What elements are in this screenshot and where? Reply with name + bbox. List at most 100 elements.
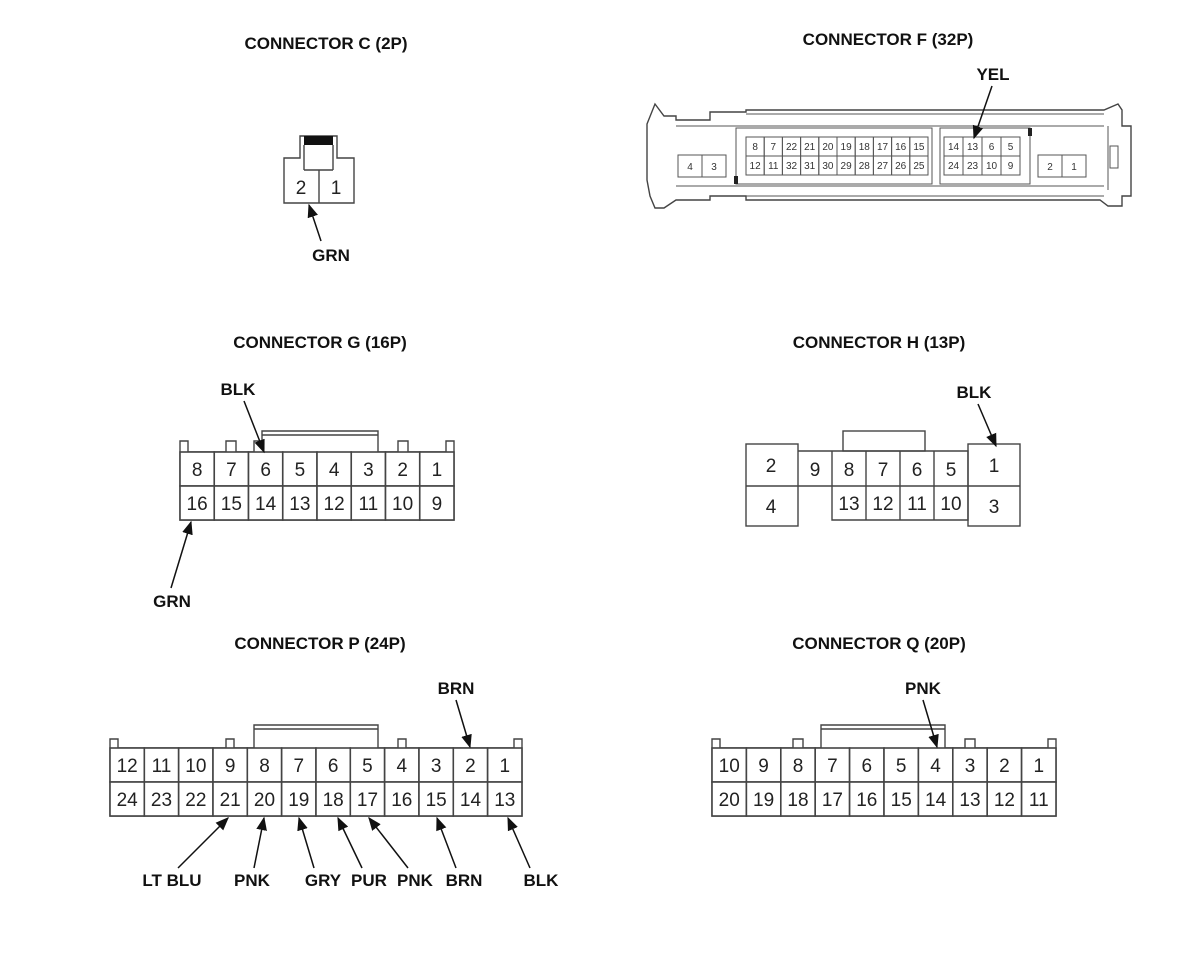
connector-q-cell xyxy=(1020,747,1057,783)
wire-label-brn: BRN xyxy=(438,679,475,698)
connector-q-pin: 9 xyxy=(758,756,769,777)
connector-p-pin: 12 xyxy=(117,756,138,777)
connector-c-title: CONNECTOR C (2P) xyxy=(244,34,407,53)
connector-f-cell xyxy=(1000,155,1021,176)
connector-g-pin: 4 xyxy=(329,460,340,481)
connector-f-title: CONNECTOR F (32P) xyxy=(803,30,974,49)
wire-arrow xyxy=(455,699,472,749)
wire-arrow xyxy=(177,817,229,869)
connector-f-pin: 20 xyxy=(822,142,834,153)
wire-label-gry: GRY xyxy=(305,871,342,890)
connector-f-pin: 21 xyxy=(804,142,816,153)
connector-g-pin: 16 xyxy=(187,494,208,515)
connector-p-pin: 13 xyxy=(494,790,515,811)
wire-arrow xyxy=(307,203,322,242)
wire-label-brn: BRN xyxy=(446,871,483,890)
connector-f-pin: 19 xyxy=(841,142,853,153)
connector-h-pin: 9 xyxy=(810,460,821,481)
connector-h-left-block xyxy=(745,443,799,527)
connector-c: CONNECTOR C (2P) 2 1 GRN xyxy=(244,34,407,265)
wire-label-grn: GRN xyxy=(312,246,350,265)
connector-q-pin: 7 xyxy=(827,756,838,777)
connector-p-cell xyxy=(143,781,180,817)
connector-p-cell xyxy=(349,781,386,817)
connector-p-pin: 2 xyxy=(465,756,476,777)
connector-g-cell xyxy=(247,451,284,487)
wire-label-blk: BLK xyxy=(221,380,257,399)
connector-f-housing xyxy=(646,102,1132,209)
connector-p-cell xyxy=(383,781,420,817)
connector-p-pin: 1 xyxy=(500,756,511,777)
connector-g-cell xyxy=(316,485,353,521)
wire-label-pnk: PNK xyxy=(234,871,271,890)
connector-q-pin: 6 xyxy=(862,756,873,777)
connector-q-cell xyxy=(814,781,851,817)
connector-g-cell xyxy=(179,485,216,521)
connector-h-pin: 5 xyxy=(946,460,957,481)
connector-f-pin: 14 xyxy=(948,142,960,153)
connector-p-pin: 15 xyxy=(426,790,447,811)
connector-g-cell xyxy=(281,451,318,487)
wire-arrow xyxy=(297,816,315,869)
wire-label-blk: BLK xyxy=(524,871,560,890)
wire-label-pur: PUR xyxy=(351,871,387,890)
connector-f-pin: 6 xyxy=(989,142,995,153)
connector-p-pin: 11 xyxy=(152,756,172,777)
connector-q-cell xyxy=(745,747,782,783)
connector-c-pin: 1 xyxy=(331,178,342,199)
connector-p-pin: 4 xyxy=(397,756,408,777)
wire-arrow xyxy=(972,85,993,140)
connector-g-title: CONNECTOR G (16P) xyxy=(233,333,407,352)
connector-p-cell xyxy=(418,781,455,817)
connector-q-pin: 15 xyxy=(891,790,912,811)
wire-arrow xyxy=(337,816,363,869)
connector-g-pin: 14 xyxy=(255,494,277,515)
wire-arrow xyxy=(507,816,531,869)
connector-p-pin: 18 xyxy=(323,790,344,811)
connector-p-cell xyxy=(486,781,523,817)
connector-q-cell xyxy=(814,747,851,783)
connector-g-pin: 7 xyxy=(226,460,237,481)
connector-f-pin: 8 xyxy=(752,142,758,153)
connector-f-cell xyxy=(909,155,929,176)
connector-h-title: CONNECTOR H (13P) xyxy=(793,333,966,352)
connector-f-pin: 9 xyxy=(1008,161,1014,172)
connector-g-pin: 10 xyxy=(392,494,413,515)
connector-p-pin: 17 xyxy=(357,790,378,811)
connector-q-pin: 16 xyxy=(856,790,877,811)
connector-q-cell xyxy=(986,747,1023,783)
connector-q-pin: 4 xyxy=(930,756,941,777)
wire-label-grn: GRN xyxy=(153,592,191,611)
connector-p-pin: 14 xyxy=(460,790,482,811)
connector-h-pin: 10 xyxy=(940,494,961,515)
connector-q-pin: 10 xyxy=(719,756,740,777)
wire-label-pnk: PNK xyxy=(905,679,942,698)
connector-p-pin: 22 xyxy=(185,790,206,811)
connector-g-pin: 9 xyxy=(432,494,443,515)
connector-q-pin: 18 xyxy=(787,790,808,811)
wire-arrow xyxy=(922,699,939,749)
connector-p-pin: 20 xyxy=(254,790,275,811)
connector-q-pin: 1 xyxy=(1034,756,1045,777)
connector-q-cell xyxy=(745,781,782,817)
connector-q-cell xyxy=(779,747,816,783)
connector-q-pin: 8 xyxy=(793,756,804,777)
wire-label-yel: YEL xyxy=(976,65,1009,84)
connector-g-cell xyxy=(418,485,455,521)
connector-p-pin: 9 xyxy=(225,756,236,777)
connector-g-pin: 1 xyxy=(432,460,443,481)
connector-f-pin: 27 xyxy=(877,161,889,172)
connector-f-pin: 5 xyxy=(1008,142,1014,153)
connector-p-pin: 24 xyxy=(117,790,139,811)
connector-g-pin: 5 xyxy=(295,460,306,481)
wire-label-pnk: PNK xyxy=(397,871,434,890)
connector-g-pin: 8 xyxy=(192,460,203,481)
connector-c-pin: 2 xyxy=(296,178,307,199)
